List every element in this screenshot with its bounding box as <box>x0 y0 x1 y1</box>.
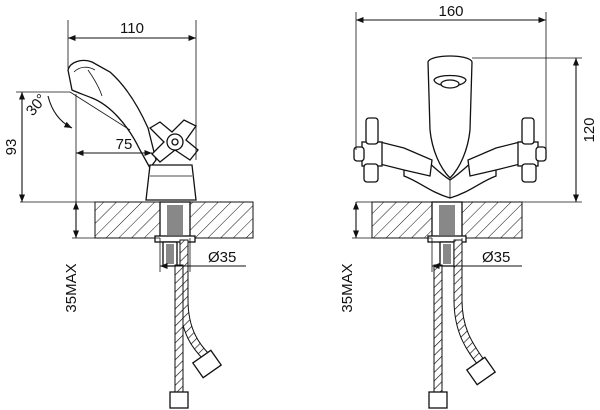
dim-height-left: 93 <box>3 139 20 156</box>
dim-angle: 30° <box>23 91 51 119</box>
shank-right <box>427 201 467 267</box>
cross-handle-left[interactable] <box>353 117 433 183</box>
dim-hole-right: Ø35 <box>482 249 510 266</box>
dim-width-left: 110 <box>120 20 144 37</box>
front-view: 160 120 35MAX Ø35 <box>339 3 598 409</box>
side-view: 110 93 30° 75 35MAX Ø35 <box>3 20 254 409</box>
dim-height-right: 120 <box>581 117 598 142</box>
faucet-body-front <box>403 55 497 199</box>
dim-spout-depth: 75 <box>116 136 133 153</box>
dim-width-right: 160 <box>438 3 463 20</box>
dim-max-thickness-left: 35MAX <box>63 263 80 312</box>
faucet-body-side <box>67 59 197 201</box>
cross-handle-side[interactable] <box>148 119 199 163</box>
hoses-left <box>169 239 223 409</box>
cross-handle-right[interactable] <box>467 117 547 183</box>
dim-hole-left: Ø35 <box>208 249 236 266</box>
dim-max-thickness-right: 35MAX <box>339 263 356 312</box>
shank-left <box>154 201 196 267</box>
